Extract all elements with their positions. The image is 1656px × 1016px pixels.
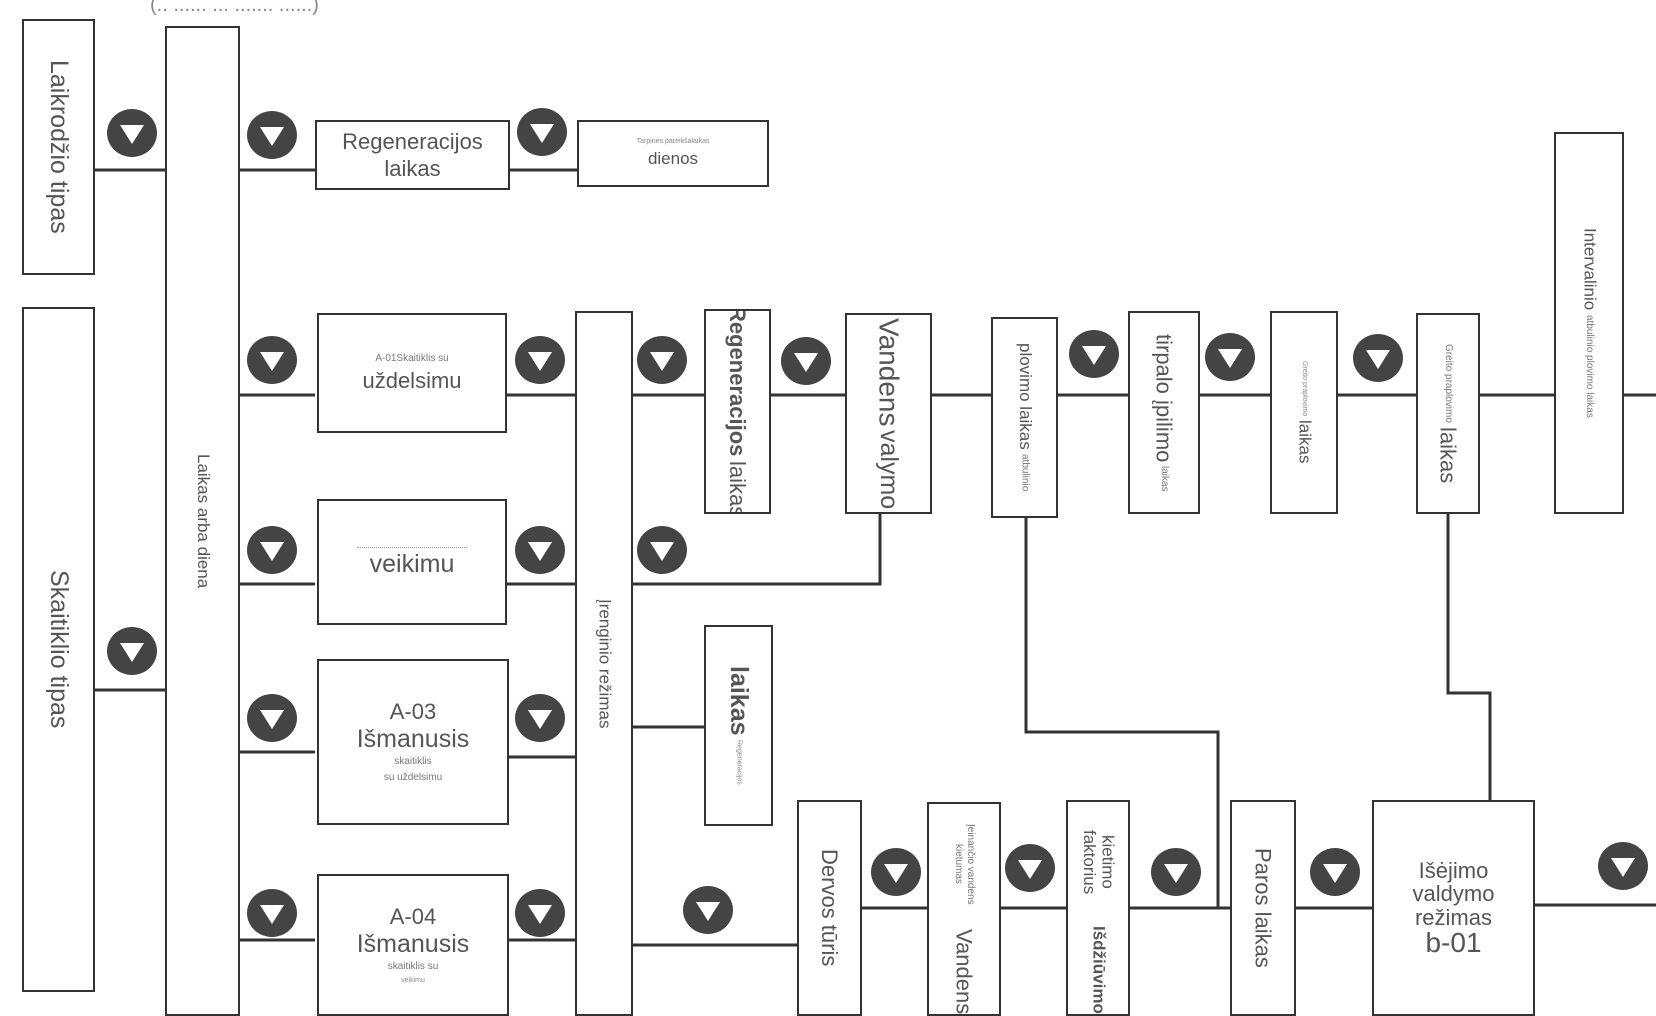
veikimu-faded-line — [357, 547, 467, 548]
pause-time-box: Paros laikas — [1230, 800, 1296, 1016]
output-mode-line3: režimas — [1414, 904, 1492, 930]
fast-rinse-line2: laikas — [1435, 426, 1461, 484]
device-mode-box: Įrenginio režimas — [575, 311, 633, 1016]
interval-backwash-line2: atbulinio plovimo laikas — [1584, 314, 1595, 418]
days-small-label: Tarpinės pareikšalaikas — [636, 137, 710, 145]
a03-small1: skaitiklis — [394, 756, 432, 768]
down-arrow-circle-icon — [247, 694, 297, 742]
resin-volume-box: Dervos tūris — [797, 800, 862, 1016]
a04-small2: veikimu — [401, 976, 425, 984]
down-arrow-circle-icon — [107, 109, 157, 157]
a04-name: Išmanusis — [356, 929, 470, 958]
down-arrow-circle-icon — [517, 108, 567, 156]
water-hardness-small: Įeinančio vandens kietumas — [953, 824, 976, 905]
a01-small-label: A-01Skaitiklis su — [375, 353, 449, 365]
slow-rinse-box: Greito praplovimo laikas — [1270, 311, 1338, 514]
down-arrow-circle-icon — [1353, 334, 1403, 382]
backwash-line1: plovimo laikas — [1015, 343, 1035, 451]
laikas-small-sub: Regeneracijos — [735, 739, 743, 785]
top-cut-off-text: (.. ...... ... ....... ......) — [150, 0, 319, 16]
fast-rinse-box: Greito praplovimo laikas — [1416, 313, 1480, 514]
clock-type-label: Laikrodžio tipas — [45, 60, 73, 234]
down-arrow-circle-icon — [871, 848, 921, 896]
down-arrow-circle-icon — [1310, 848, 1360, 896]
a03-box: A-03 Išmanusis skaitiklis su uždelsimu — [317, 659, 509, 825]
down-arrow-circle-icon — [683, 886, 733, 934]
laikas-small-main: laikas — [725, 666, 753, 736]
down-arrow-circle-icon — [637, 336, 687, 384]
pause-time-label: Paros laikas — [1250, 848, 1276, 968]
resin-volume-label: Dervos tūris — [817, 849, 843, 967]
backwash-line2: atbulinio — [1019, 454, 1031, 492]
days-box: Tarpinės pareikšalaikas dienos — [577, 120, 769, 187]
output-mode-line2: valdymo — [1412, 881, 1495, 907]
down-arrow-circle-icon — [515, 336, 565, 384]
hardness-factor-box: kietimo faktorius Išdžiūvimo — [1066, 800, 1130, 1016]
a01-box: A-01Skaitiklis su uždelsimu — [317, 313, 507, 433]
slow-rinse-line1: Greito praplovimo — [1301, 361, 1309, 417]
water-cleaning-box: Vandens valymo — [845, 313, 932, 514]
counter-type-box: Skaitiklio tipas — [22, 307, 95, 992]
a04-small1: skaitiklis su — [387, 960, 439, 972]
brine-fill-box: tirpalo įpilimo laikas — [1128, 311, 1200, 514]
hardness-factor-line2: Išdžiūvimo — [1089, 926, 1109, 1014]
brine-fill-line1: tirpalo įpilimo — [1151, 333, 1177, 462]
a04-code: A-04 — [389, 903, 437, 929]
interval-backwash-box: Intervalinio atbulinio plovimo laikas — [1554, 132, 1624, 514]
output-mode-box: Išėjimo valdymo režimas b-01 — [1372, 800, 1535, 1016]
down-arrow-circle-icon — [1151, 848, 1201, 896]
time-or-day-label: Laikas arba diena — [193, 453, 213, 589]
veikimu-box: veikimu — [317, 499, 507, 625]
interval-backwash-line1: Intervalinio — [1580, 228, 1600, 311]
brine-fill-line2: laikas — [1159, 465, 1170, 492]
regeneration-time-top-line1: Regeneracijos — [342, 128, 483, 154]
regeneration-time-mid-line1: Regeneracijos — [725, 309, 751, 457]
regeneration-time-mid-line2: laikas — [725, 460, 751, 514]
down-arrow-circle-icon — [515, 694, 565, 742]
down-arrow-circle-icon — [247, 526, 297, 574]
regeneration-time-top-box: Regeneracijos laikas — [315, 120, 510, 190]
down-arrow-circle-icon — [515, 889, 565, 937]
device-mode-label: Įrenginio režimas — [595, 598, 615, 729]
down-arrow-circle-icon — [1005, 844, 1055, 892]
a01-main-label: uždelsimu — [362, 368, 462, 394]
water-cleaning-line1: Vandens — [873, 317, 905, 427]
output-mode-line1: Išėjimo — [1418, 858, 1489, 884]
a03-code: A-03 — [389, 698, 437, 724]
veikimu-label: veikimu — [369, 550, 455, 578]
down-arrow-circle-icon — [247, 336, 297, 384]
hardness-factor-line1: kietimo faktorius — [1080, 829, 1118, 895]
regeneration-time-top-line2: laikas — [384, 156, 441, 181]
backwash-box: plovimo laikas atbulinio — [991, 317, 1058, 518]
counter-type-label: Skaitiklio tipas — [45, 570, 73, 729]
slow-rinse-line2: laikas — [1295, 420, 1315, 464]
a03-small2: su uždelsimu — [383, 772, 443, 784]
down-arrow-circle-icon — [781, 337, 831, 385]
water-hardness-box: Įeinančio vandens kietumas Vandens — [927, 802, 1001, 1016]
laikas-small-box: laikas Regeneracijos — [704, 625, 773, 826]
down-arrow-circle-icon — [1205, 333, 1255, 381]
down-arrow-circle-icon — [247, 889, 297, 937]
down-arrow-circle-icon — [637, 526, 687, 574]
down-arrow-circle-icon — [1069, 330, 1119, 378]
a03-name: Išmanusis — [356, 725, 470, 754]
a04-box: A-04 Išmanusis skaitiklis su veikimu — [317, 874, 509, 1016]
output-mode-line4: b-01 — [1425, 926, 1482, 958]
down-arrow-circle-icon — [247, 111, 297, 159]
down-arrow-circle-icon — [107, 627, 157, 675]
fast-rinse-line1: Greito praplovimo — [1443, 343, 1454, 423]
water-cleaning-line2: valymo — [875, 430, 903, 510]
water-hardness-main: Vandens — [951, 928, 977, 1014]
regeneration-time-mid-box: Regeneracijos laikas — [704, 309, 771, 514]
clock-type-box: Laikrodžio tipas — [22, 19, 95, 275]
down-arrow-circle-icon — [515, 526, 565, 574]
days-main-label: dienos — [647, 149, 699, 169]
down-arrow-circle-icon — [1598, 842, 1648, 890]
time-or-day-box: Laikas arba diena — [165, 26, 240, 1016]
